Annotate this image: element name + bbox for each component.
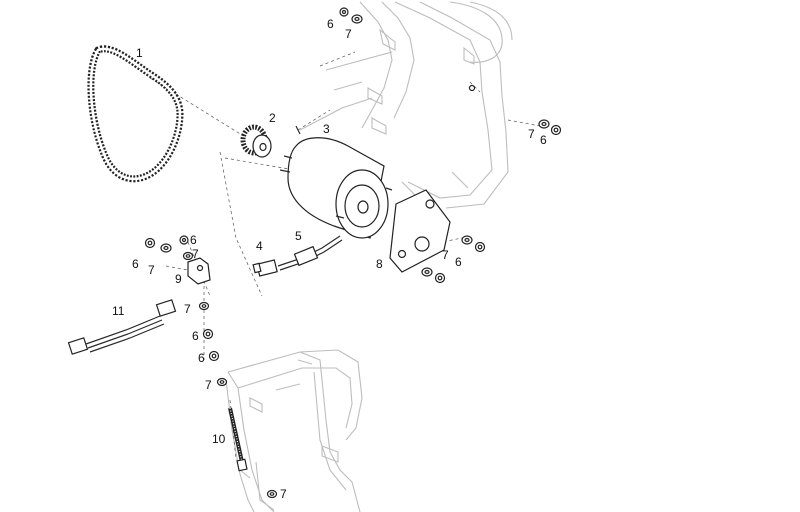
lower-frame <box>225 349 363 512</box>
callout-2: 2 <box>269 111 276 125</box>
bracket <box>187 257 211 285</box>
callout-3: 3 <box>323 122 330 136</box>
callout-7-low: 7 <box>205 378 212 392</box>
callout-11: 11 <box>112 304 125 318</box>
callout-1: 1 <box>136 46 143 60</box>
callout-7-mid: 7 <box>184 302 191 316</box>
callout-10: 10 <box>212 432 226 446</box>
callout-8: 8 <box>376 257 383 271</box>
callout-7: 7 <box>192 247 199 261</box>
mounting-plate <box>389 189 451 273</box>
callout-7-top: 7 <box>345 27 352 41</box>
callout-7-plate: 7 <box>442 248 449 262</box>
callout-9: 9 <box>175 272 182 286</box>
callout-7-bottom: 7 <box>280 487 287 501</box>
callout-6: 6 <box>190 233 197 247</box>
callout-7-right: 7 <box>528 127 535 141</box>
pulley <box>240 124 272 158</box>
callout-labels: 1 2 3 4 5 6 7 8 9 10 11 6 7 7 6 6 7 6 7 … <box>112 17 547 501</box>
callout-7-left: 7 <box>148 263 155 277</box>
motor-harness <box>252 235 343 277</box>
wire-harness <box>67 299 177 355</box>
motor <box>279 125 393 239</box>
hardware <box>144 7 562 499</box>
drive-belt <box>87 45 184 183</box>
callout-6-left: 6 <box>132 257 139 271</box>
callout-5: 5 <box>295 229 302 243</box>
callout-6-right: 6 <box>540 133 547 147</box>
leader-lines <box>149 51 541 461</box>
callout-4: 4 <box>256 239 263 253</box>
callout-6-plate: 6 <box>455 255 462 269</box>
callout-6-low: 6 <box>198 351 205 365</box>
callout-6-mid: 6 <box>192 329 199 343</box>
callout-6-top: 6 <box>327 17 334 31</box>
threaded-rod <box>228 407 248 472</box>
